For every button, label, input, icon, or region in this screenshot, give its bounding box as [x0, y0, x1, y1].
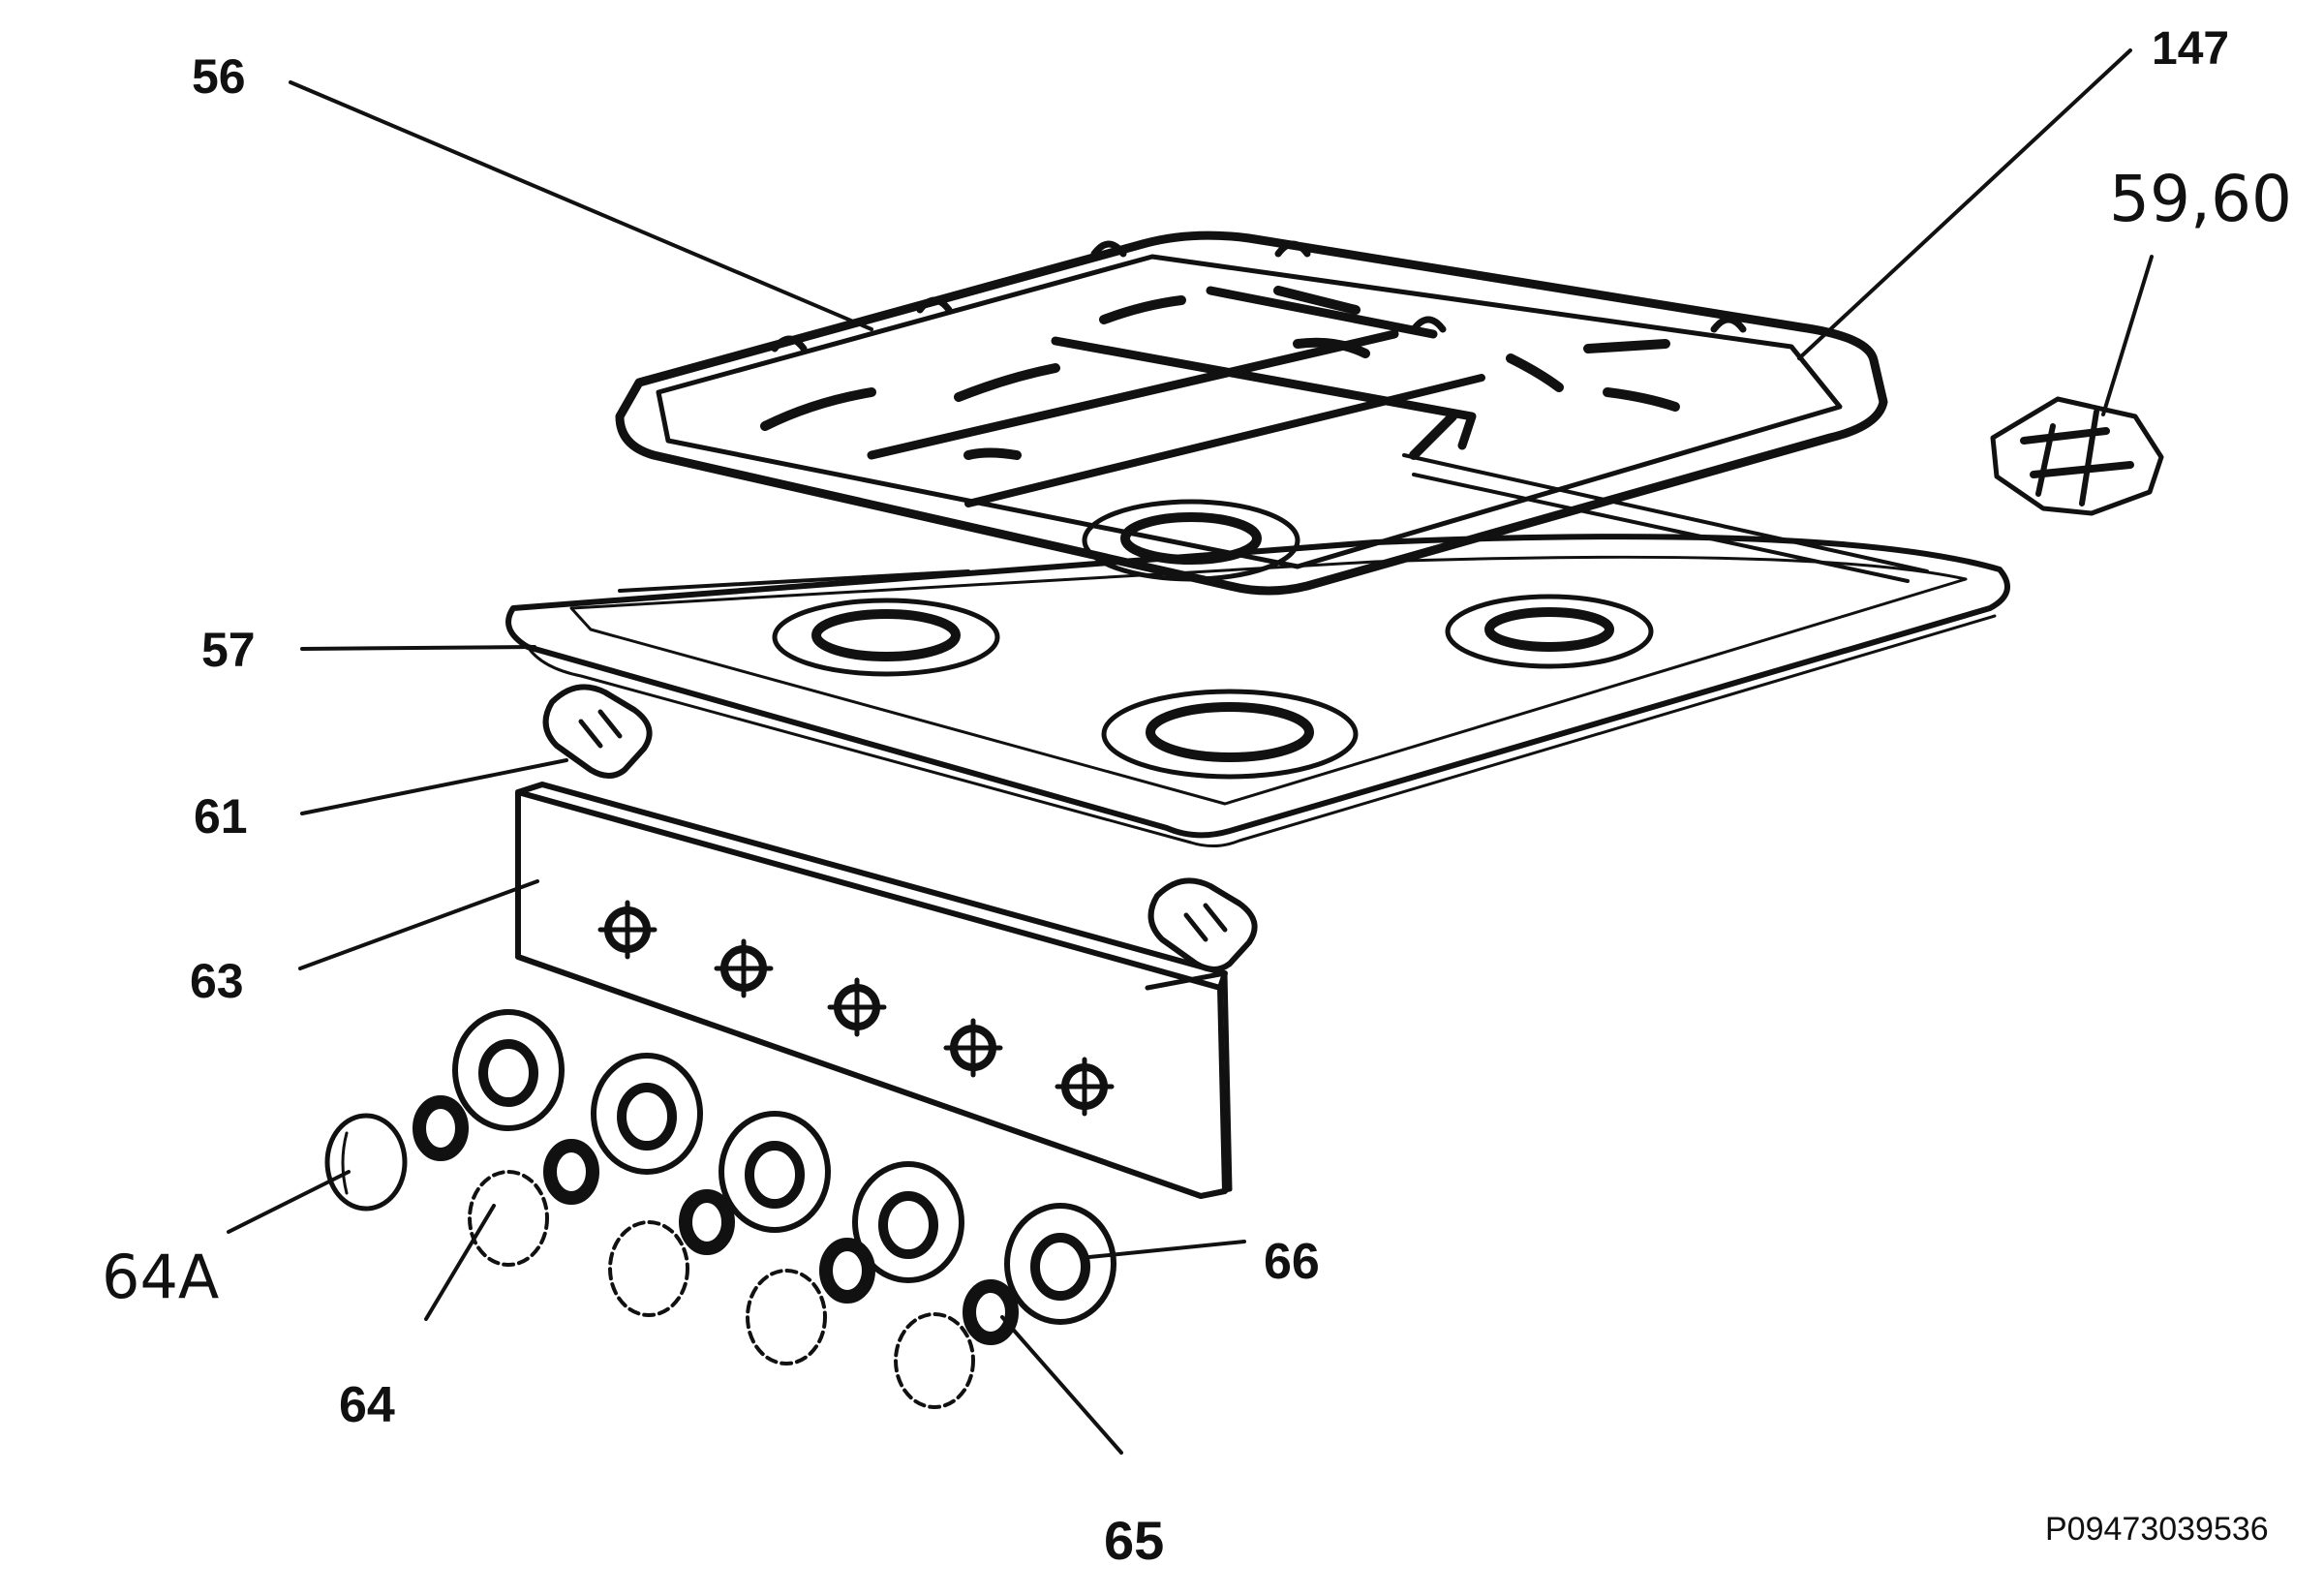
leader-66: [1087, 1240, 1246, 1259]
knob-hole-3: [827, 977, 887, 1037]
leader-lines: [227, 48, 2154, 1455]
callout-57: 57: [201, 623, 256, 677]
burner-front-center: [1101, 689, 1359, 780]
burner-rear: [1082, 499, 1300, 582]
control-knob-2: [468, 1170, 549, 1267]
leader-61: [300, 758, 568, 815]
knob-bezels: [452, 1009, 1116, 1325]
drawing-code: P09473039536: [2045, 1511, 2269, 1548]
callout-59-60: 59,60: [2109, 162, 2292, 236]
burner-right: [1445, 594, 1654, 669]
control-knob-1: [324, 1113, 408, 1212]
callout-147: 147: [2152, 23, 2229, 75]
knob-ring-4: [819, 1238, 875, 1304]
control-knobs: [324, 1113, 975, 1409]
knob-bezel-1: [452, 1009, 565, 1131]
knob-hole-5: [1055, 1057, 1115, 1117]
callout-61: 61: [194, 789, 248, 844]
control-knob-4: [746, 1269, 827, 1366]
pan-support-grid: [615, 230, 1888, 596]
callout-56: 56: [192, 49, 246, 104]
callout-63: 63: [190, 954, 244, 1008]
thermocouple-clip: [1990, 396, 2164, 516]
callout-65: 65: [1104, 1510, 1164, 1571]
knob-ring-1: [413, 1095, 469, 1161]
knob-ring-5: [963, 1279, 1019, 1345]
knob-bezel-4: [852, 1161, 964, 1283]
control-knob-5: [894, 1312, 975, 1409]
callout-labels: 56 147 59,60 57 61 63 64A 64 65 66: [102, 23, 2292, 1571]
leader-56: [289, 80, 873, 331]
knob-rings: [413, 1095, 1019, 1345]
control-knob-3: [608, 1220, 689, 1317]
knob-hole-1: [597, 900, 657, 960]
leader-63: [298, 879, 539, 970]
burner-front-left: [772, 598, 1000, 677]
callout-64: 64: [339, 1377, 395, 1433]
leader-147: [1797, 48, 2132, 360]
knob-hole-4: [943, 1018, 1003, 1078]
knob-ring-3: [679, 1189, 735, 1255]
knob-ring-2: [543, 1139, 599, 1205]
knob-hole-2: [714, 938, 774, 998]
callout-64A: 64A: [102, 1242, 219, 1312]
callout-66: 66: [1264, 1234, 1320, 1290]
hob-top: [505, 453, 2010, 847]
leader-65: [1000, 1315, 1123, 1455]
leader-59-60: [2101, 255, 2154, 416]
knob-bezel-3: [719, 1111, 831, 1233]
control-panel: [515, 782, 1233, 1199]
ignition-switch-right: [1147, 877, 1258, 972]
leader-64: [424, 1204, 496, 1321]
knob-bezel-2: [591, 1053, 703, 1175]
leader-57: [300, 645, 536, 651]
leader-64A: [227, 1170, 351, 1234]
ignition-switch-left: [542, 684, 653, 779]
knob-bezel-5: [1004, 1203, 1116, 1325]
